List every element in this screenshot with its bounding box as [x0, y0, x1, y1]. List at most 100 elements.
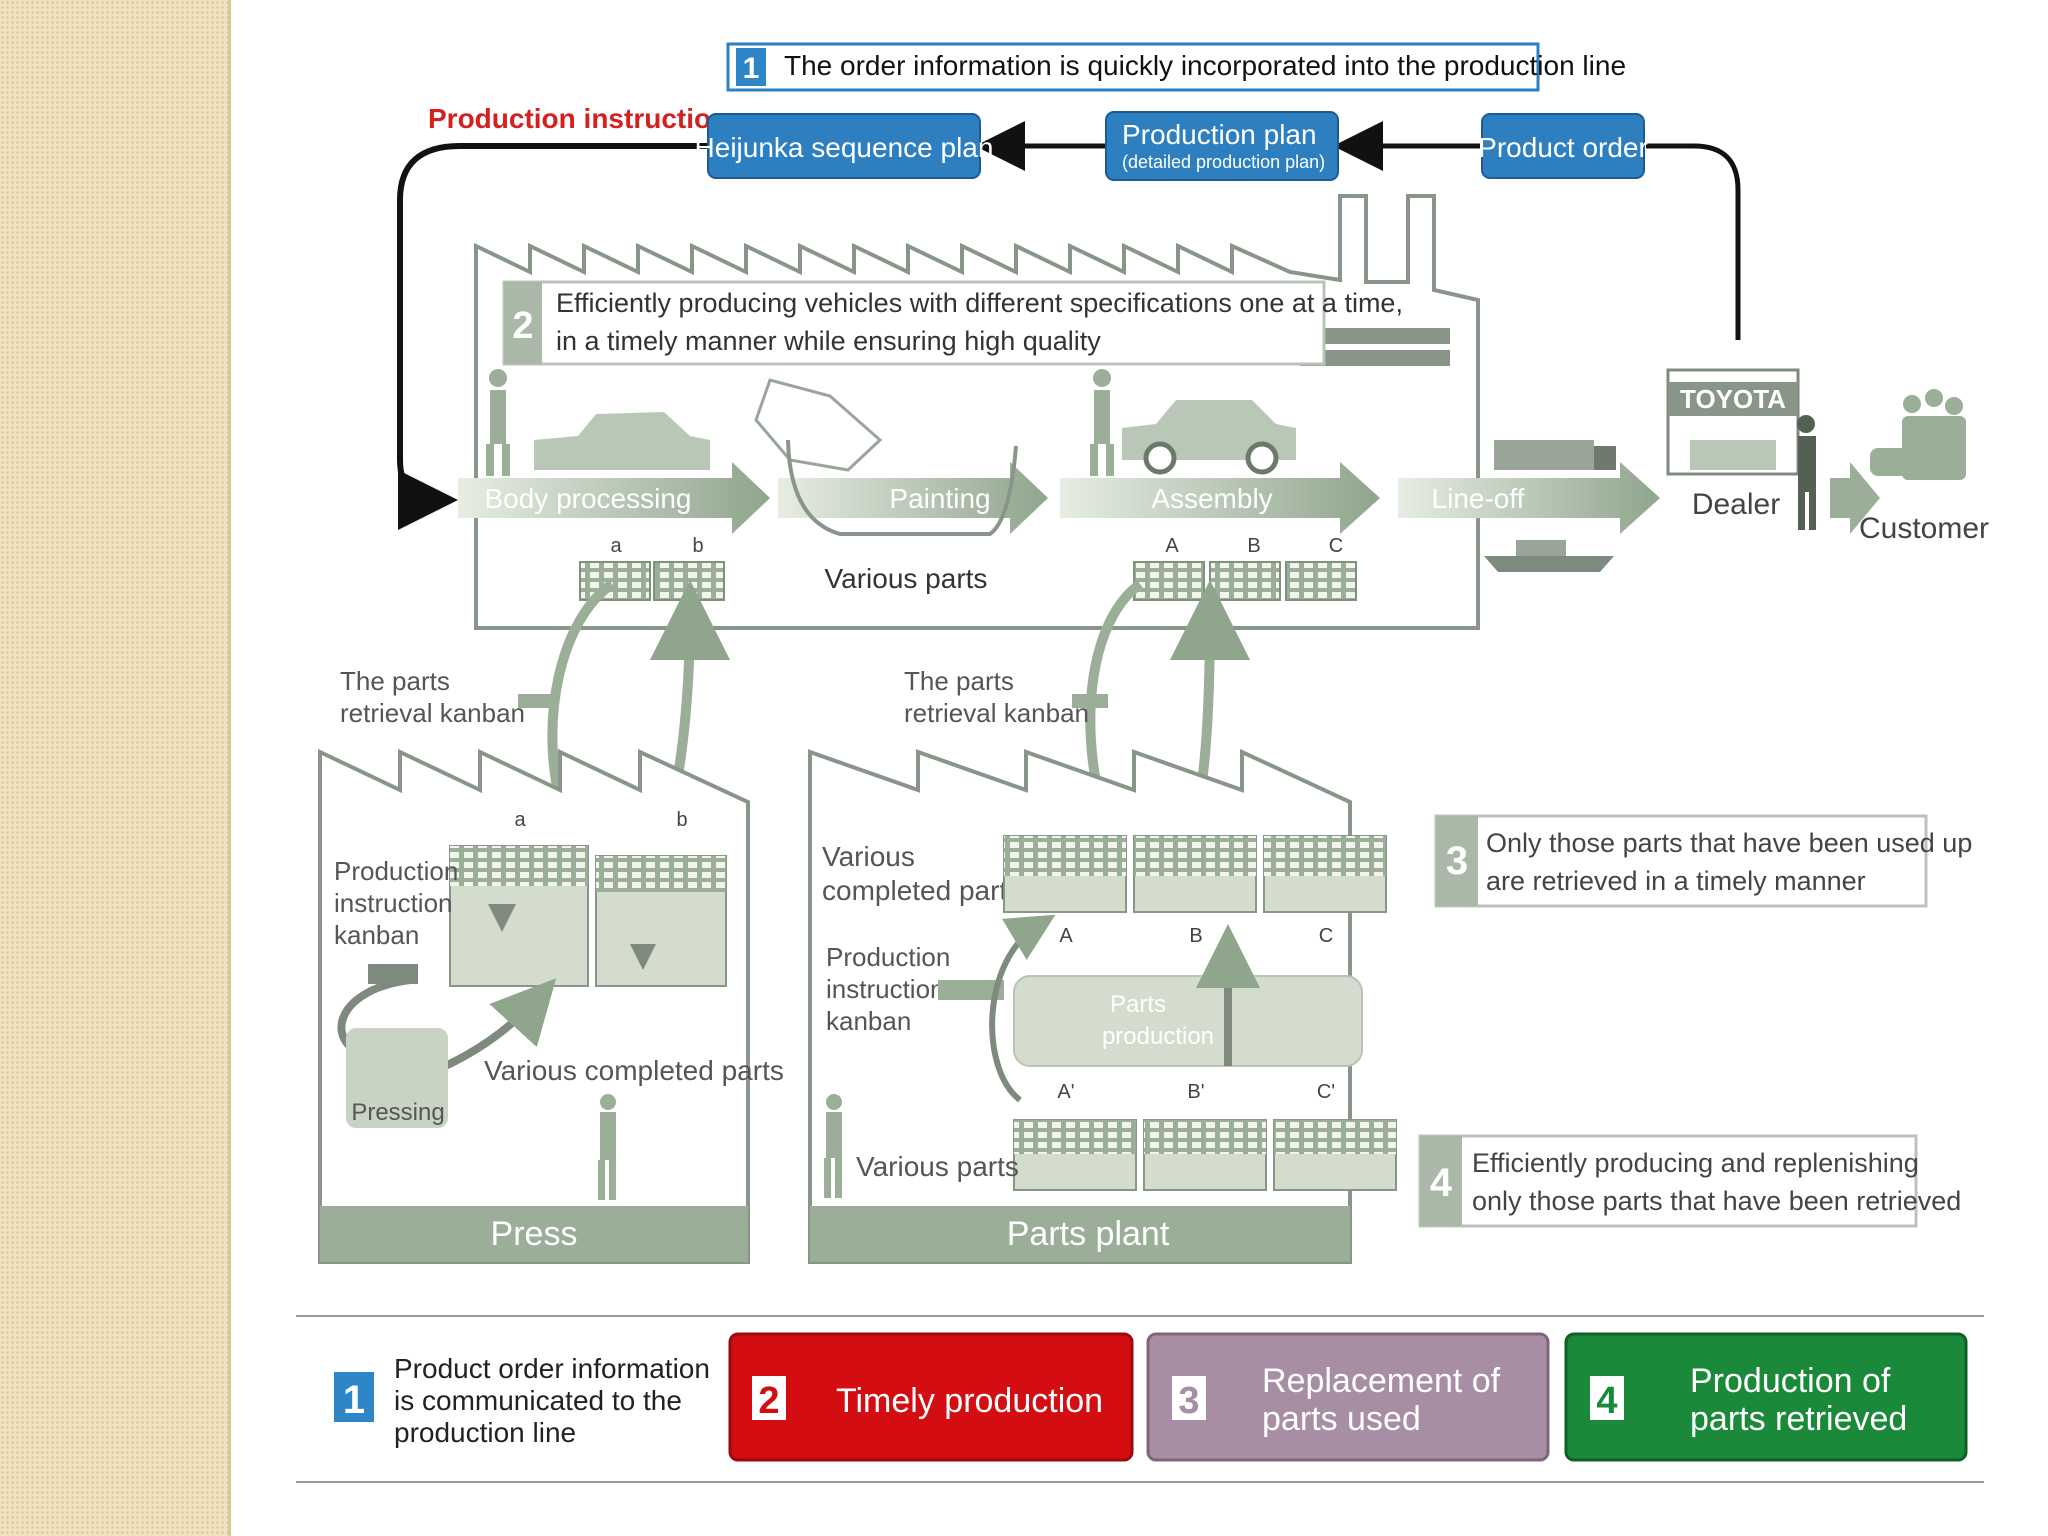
note-3-line2: are retrieved in a timely manner [1486, 866, 1866, 896]
worker-icon [1090, 369, 1114, 476]
banner-text: The order information is quickly incorpo… [784, 50, 1626, 81]
heijunka-box [707, 113, 981, 179]
press-instr-l1: Production [334, 856, 458, 886]
worker-icon [824, 1094, 842, 1198]
note-4: 4 Efficiently producing and replenishing… [1418, 1134, 1961, 1228]
legend-1-line1: Product order information [394, 1353, 710, 1384]
pp-letter-bottom: C' [1317, 1081, 1335, 1103]
header-banner: 1 The order information is quickly incor… [726, 42, 1626, 92]
note-4-line1: Efficiently producing and replenishing [1472, 1148, 1919, 1178]
pressing-label: Pressing [351, 1099, 444, 1126]
salesman-icon [1797, 415, 1816, 530]
stage-arrows: Body processing Painting Assembly Line-o… [458, 462, 1880, 534]
various-parts-top: Various parts [825, 563, 988, 594]
dealer-label: Dealer [1692, 488, 1780, 521]
legend-3-number: 3 [1178, 1380, 1199, 1422]
worker-icon [598, 1094, 616, 1200]
legend: 1 Product order information is communica… [296, 1315, 1984, 1483]
truck-icon [1494, 440, 1594, 470]
dealer-customer: TOYOTA Dealer Customer [1666, 368, 1989, 545]
top-bins: a b A B C Various parts [579, 535, 1357, 601]
bin-label: A [1165, 535, 1179, 557]
pp-completed-l2: completed parts [822, 875, 1021, 906]
press-instr-l2: instruction [334, 888, 453, 918]
legend-3-line2: parts used [1262, 1400, 1421, 1438]
retrieval-kanban-l1: The parts [340, 666, 450, 696]
press-bin-b: b [676, 809, 687, 831]
decorative-sidebar [0, 0, 228, 1536]
pp-letter-top: C [1319, 925, 1333, 947]
order-flow: Production instruction Heijunka sequence… [397, 103, 1741, 530]
product-order-label: Product order [1478, 132, 1648, 163]
pp-production-l2: production [1102, 1023, 1214, 1050]
worker-icon [486, 369, 510, 476]
press-bin-a: a [514, 809, 526, 831]
stage-painting: Painting [889, 483, 990, 514]
legend-1-line3: production line [394, 1417, 576, 1448]
heijunka-label: Heijunka sequence plan [695, 132, 994, 163]
note-3-line1: Only those parts that have been used up [1486, 828, 1972, 858]
stage-assembly: Assembly [1151, 483, 1272, 514]
note-3: 3 Only those parts that have been used u… [1434, 814, 1972, 908]
legend-2-number: 2 [758, 1380, 779, 1422]
production-plan-sub: (detailed production plan) [1122, 152, 1325, 172]
retrieval-kanban-l1: The parts [904, 666, 1014, 696]
pp-instr-l3: kanban [826, 1006, 911, 1036]
legend-item-3: 3 Replacement of parts used [1146, 1332, 1550, 1462]
production-plan-label: Production plan [1122, 119, 1317, 150]
legend-4-line2: parts retrieved [1690, 1400, 1907, 1438]
note-2-number: 2 [512, 305, 533, 347]
retrieval-kanban-l2: retrieval kanban [340, 698, 525, 728]
pp-letter-bottom: A' [1057, 1081, 1074, 1103]
pp-letter-top: B [1189, 925, 1202, 947]
parts-plant-title: Parts plant [1007, 1215, 1170, 1253]
kanban-card [518, 694, 554, 708]
press-completed-label: Various completed parts [484, 1055, 784, 1086]
production-instruction-label: Production instruction [428, 103, 728, 134]
legend-2-line1: Timely production [836, 1382, 1103, 1420]
bin-label: B [1247, 535, 1260, 557]
parts-plant-building: Parts plant Various completed parts A B … [808, 748, 1397, 1264]
legend-item-4: 4 Production of parts retrieved [1564, 1332, 1968, 1462]
pp-instr-l1: Production [826, 942, 950, 972]
note-2-line1: Efficiently producing vehicles with diff… [556, 288, 1403, 318]
toyota-sign: TOYOTA [1680, 384, 1786, 414]
legend-4-line1: Production of [1690, 1362, 1891, 1400]
pp-various-parts: Various parts [856, 1151, 1019, 1182]
customer-group-icon [1870, 389, 1966, 480]
pp-letter-bottom: B' [1187, 1081, 1204, 1103]
stage-body-processing: Body processing [484, 483, 691, 514]
note-2: 2 Efficiently producing vehicles with di… [502, 280, 1403, 366]
note-4-number: 4 [1430, 1161, 1453, 1205]
legend-4-number: 4 [1596, 1380, 1617, 1422]
kanban-card [938, 980, 1004, 1000]
note-4-line2: only those parts that have been retrieve… [1472, 1186, 1961, 1216]
bin-label: b [692, 535, 703, 557]
pp-letter-top: A [1059, 925, 1073, 947]
press-title: Press [491, 1215, 578, 1253]
retrieval-kanban-l2: retrieval kanban [904, 698, 1089, 728]
bin-label: a [610, 535, 622, 557]
legend-item-1: 1 Product order information is communica… [334, 1353, 710, 1448]
legend-3-line1: Replacement of [1262, 1362, 1501, 1400]
bin-label: C [1329, 535, 1343, 557]
parts-production-box [1013, 975, 1363, 1067]
pp-completed-l1: Various [822, 841, 915, 872]
banner-number: 1 [743, 52, 760, 85]
legend-1-number: 1 [343, 1378, 365, 1422]
press-instr-l3: kanban [334, 920, 419, 950]
note-3-number: 3 [1446, 839, 1468, 883]
kanban-card [1072, 694, 1108, 708]
customer-label: Customer [1859, 512, 1989, 545]
legend-item-2: 2 Timely production [728, 1332, 1134, 1462]
legend-1-line2: is communicated to the [394, 1385, 682, 1416]
press-building: Press a b Production instruction kanban … [318, 748, 784, 1264]
pp-production-l1: Parts [1110, 991, 1166, 1018]
stage-line-off: Line-off [1432, 483, 1525, 514]
pp-instr-l2: instruction [826, 974, 945, 1004]
note-2-line2: in a timely manner while ensuring high q… [556, 326, 1101, 356]
sidebar-edge [228, 0, 231, 1536]
ship-icon [1484, 556, 1614, 572]
product-order-box [1481, 113, 1645, 179]
